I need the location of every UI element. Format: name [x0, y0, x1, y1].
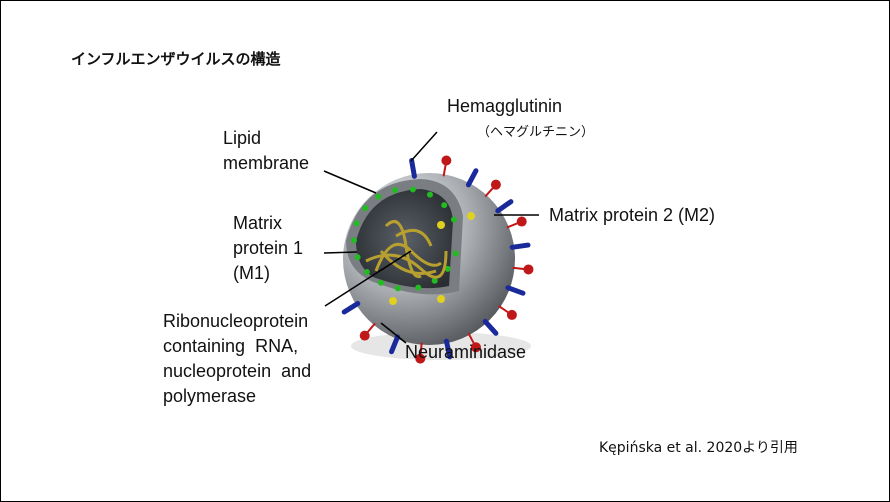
neuraminidase-head	[415, 353, 426, 364]
label-lipid-membrane-line: Lipid	[223, 128, 262, 148]
m1-protein	[409, 186, 416, 193]
m1-protein	[441, 202, 448, 209]
m1-protein	[452, 250, 459, 257]
matrix-protein-1-layer	[351, 186, 459, 292]
label-neuraminidase: Neuraminidase	[405, 342, 527, 362]
neuraminidase-head	[441, 155, 452, 166]
hemagglutinin-spike	[409, 158, 417, 179]
label-ribonucleoprotein-line: nucleoprotein and	[163, 361, 312, 381]
neuraminidase-head	[506, 309, 517, 320]
label-matrix-protein-1-line: protein 1	[233, 238, 304, 258]
label-matrix-protein-1-line: Matrix	[233, 213, 282, 233]
hemagglutinin-spike	[341, 301, 361, 315]
hemagglutinin-spike	[482, 318, 499, 336]
neuraminidase-head	[523, 264, 534, 275]
hemagglutinin-spike	[443, 338, 453, 360]
hemagglutinin-spike	[465, 168, 479, 188]
leader-lines	[323, 131, 539, 344]
label-ribonucleoprotein-line: Ribonucleoprotein	[163, 311, 309, 331]
m1-protein	[354, 254, 361, 261]
m1-protein	[375, 193, 382, 200]
label-hemagglutinin: Hemagglutinin	[447, 96, 563, 116]
slide-title: インフルエンザウイルスの構造	[71, 50, 281, 68]
hemagglutinin-spike	[389, 334, 401, 355]
label-ribonucleoprotein-line: polymerase	[163, 386, 257, 406]
label-hemagglutinin-ja: （ヘマグルチニン）	[477, 125, 595, 140]
m2-protein	[437, 295, 445, 303]
citation: Kępińska et al. 2020より引用	[599, 440, 798, 456]
hemagglutinin-spike	[505, 285, 526, 296]
m1-protein	[363, 269, 370, 276]
m2-protein	[389, 297, 397, 305]
m1-protein	[353, 220, 360, 227]
neuraminidase-head	[359, 330, 370, 341]
hemagglutinin-spike	[509, 242, 531, 250]
m1-protein	[377, 279, 384, 286]
surface-proteins	[341, 155, 534, 364]
m1-protein	[444, 265, 451, 272]
m1-protein	[351, 237, 358, 244]
m1-protein	[415, 284, 422, 291]
label-matrix-protein-2: Matrix protein 2 (M2)	[549, 205, 716, 225]
m1-protein	[391, 187, 398, 194]
m1-protein	[431, 277, 438, 284]
m2-protein	[467, 212, 475, 220]
label-matrix-protein-1-line: (M1)	[233, 263, 270, 283]
hemagglutinin-spike	[495, 199, 514, 214]
label-ribonucleoprotein-line: containing RNA,	[163, 336, 299, 356]
m1-protein	[426, 191, 433, 198]
m1-protein	[394, 285, 401, 292]
neuraminidase-head	[490, 179, 501, 190]
m1-protein	[450, 216, 457, 223]
m2-protein	[437, 221, 445, 229]
neuraminidase-head	[516, 216, 527, 227]
neuraminidase-head	[470, 342, 481, 353]
label-lipid-membrane-line: membrane	[223, 153, 310, 173]
m1-protein	[362, 205, 369, 212]
